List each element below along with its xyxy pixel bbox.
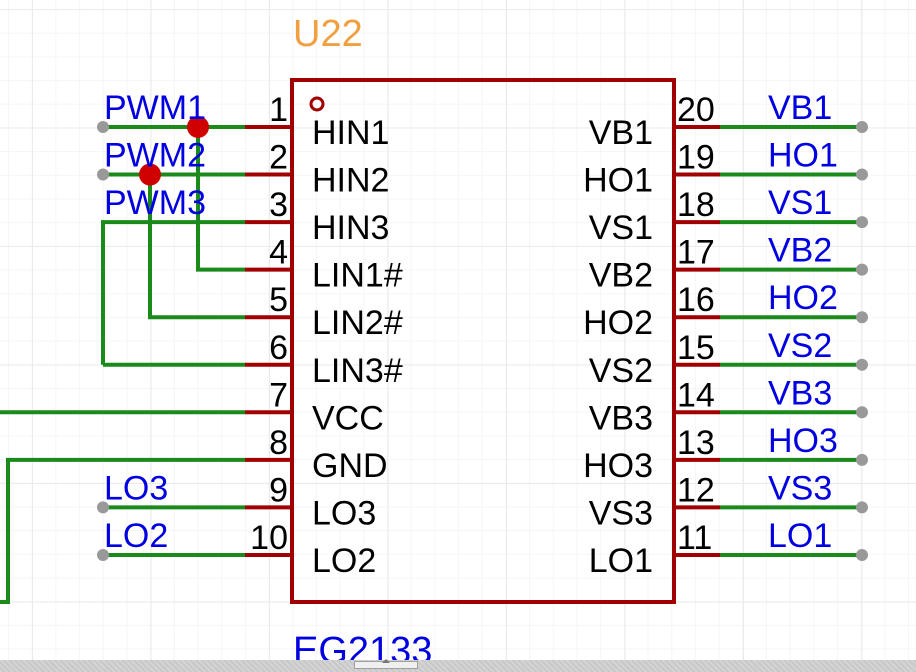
net-label[interactable]: VB3 [768, 374, 832, 412]
net-label[interactable]: PWM3 [104, 184, 206, 222]
pin-name: VCC [312, 399, 384, 437]
horizontal-scrollbar[interactable] [0, 660, 916, 672]
pin-number: 4 [269, 234, 288, 272]
pin-number: 14 [677, 376, 715, 414]
pin-name: VS1 [589, 209, 653, 247]
pin-name: HO1 [583, 162, 653, 200]
pin-name: GND [312, 447, 388, 485]
wire-endpoint[interactable] [856, 168, 868, 181]
scroll-up-arrow-icon [382, 659, 390, 663]
net-label[interactable]: LO3 [104, 469, 168, 507]
pin-number: 17 [677, 234, 715, 272]
pin-name: VB1 [589, 114, 653, 152]
net-label[interactable]: VB2 [768, 232, 832, 270]
net-label[interactable]: PWM2 [104, 137, 206, 175]
pin-number: 5 [269, 281, 288, 319]
wire-endpoint[interactable] [856, 311, 868, 324]
pin-number: 10 [250, 519, 288, 557]
wire-endpoint[interactable] [856, 548, 868, 561]
pin-number: 16 [677, 281, 715, 319]
wire-endpoint[interactable] [856, 358, 868, 371]
pin-number: 9 [269, 471, 288, 509]
pin-name: LO1 [589, 542, 653, 580]
pin-number: 19 [677, 139, 715, 177]
pin-name: VB3 [589, 399, 653, 437]
pin-number: 15 [677, 329, 715, 367]
wire-gnd[interactable] [0, 457, 245, 604]
net-label[interactable]: HO1 [768, 137, 838, 175]
wire-endpoint[interactable] [97, 501, 109, 514]
pin-name: LO3 [312, 494, 376, 532]
pin-number: 6 [269, 329, 288, 367]
net-label[interactable]: VS3 [768, 469, 832, 507]
part-name-label[interactable]: EG2133 [293, 630, 432, 660]
pin-number: 7 [269, 376, 288, 414]
component-body[interactable] [290, 78, 676, 604]
pin-number: 20 [677, 91, 715, 129]
pin-name: LIN3# [312, 352, 403, 390]
wire-endpoint[interactable] [856, 121, 868, 133]
net-label[interactable]: VS1 [768, 184, 832, 222]
pin-name: HIN1 [312, 114, 389, 152]
pin-name: HO2 [583, 304, 653, 342]
net-label[interactable]: VS2 [768, 327, 832, 365]
junction-dot[interactable] [187, 116, 209, 138]
pin-name: VS2 [589, 352, 653, 390]
pin-name: LIN1# [312, 257, 403, 295]
pin-name: LO2 [312, 542, 376, 580]
wire-endpoint[interactable] [856, 216, 868, 229]
wire-endpoint[interactable] [856, 263, 868, 276]
junction-dot[interactable] [139, 163, 161, 186]
wire-lin1[interactable] [196, 127, 245, 272]
pin-name: HIN3 [312, 209, 389, 247]
pin1-indicator-icon [309, 96, 325, 112]
wire-lin2[interactable] [148, 174, 245, 320]
wire-endpoint[interactable] [97, 548, 109, 561]
pin-number: 3 [269, 186, 288, 224]
pin-number: 1 [269, 91, 288, 129]
pin-number: 11 [677, 519, 712, 557]
pin-number: 2 [269, 139, 288, 177]
pin-number: 13 [677, 424, 715, 462]
net-label[interactable]: HO2 [768, 279, 838, 317]
pin-number: 12 [677, 471, 715, 509]
pin-number: 8 [269, 424, 288, 462]
net-label[interactable]: VB1 [768, 89, 832, 127]
designator-label[interactable]: U22 [293, 13, 363, 55]
wire-endpoint[interactable] [856, 406, 868, 419]
net-label[interactable]: HO3 [768, 422, 838, 460]
pin-name: VB2 [589, 257, 653, 295]
pin-name: HO3 [583, 447, 653, 485]
pin-name: HIN2 [312, 162, 389, 200]
wire-pwm3[interactable] [101, 220, 245, 365]
pin-number: 18 [677, 186, 715, 224]
wire-endpoint[interactable] [856, 501, 868, 514]
wire-endpoint[interactable] [856, 453, 868, 466]
wire-endpoint[interactable] [97, 121, 109, 133]
pin-name: VS3 [589, 494, 653, 532]
net-label[interactable]: LO1 [768, 517, 832, 555]
wire-endpoint[interactable] [97, 168, 109, 181]
net-label[interactable]: PWM1 [104, 89, 206, 127]
pin-name: LIN2# [312, 304, 403, 342]
net-label[interactable]: LO2 [104, 517, 168, 555]
